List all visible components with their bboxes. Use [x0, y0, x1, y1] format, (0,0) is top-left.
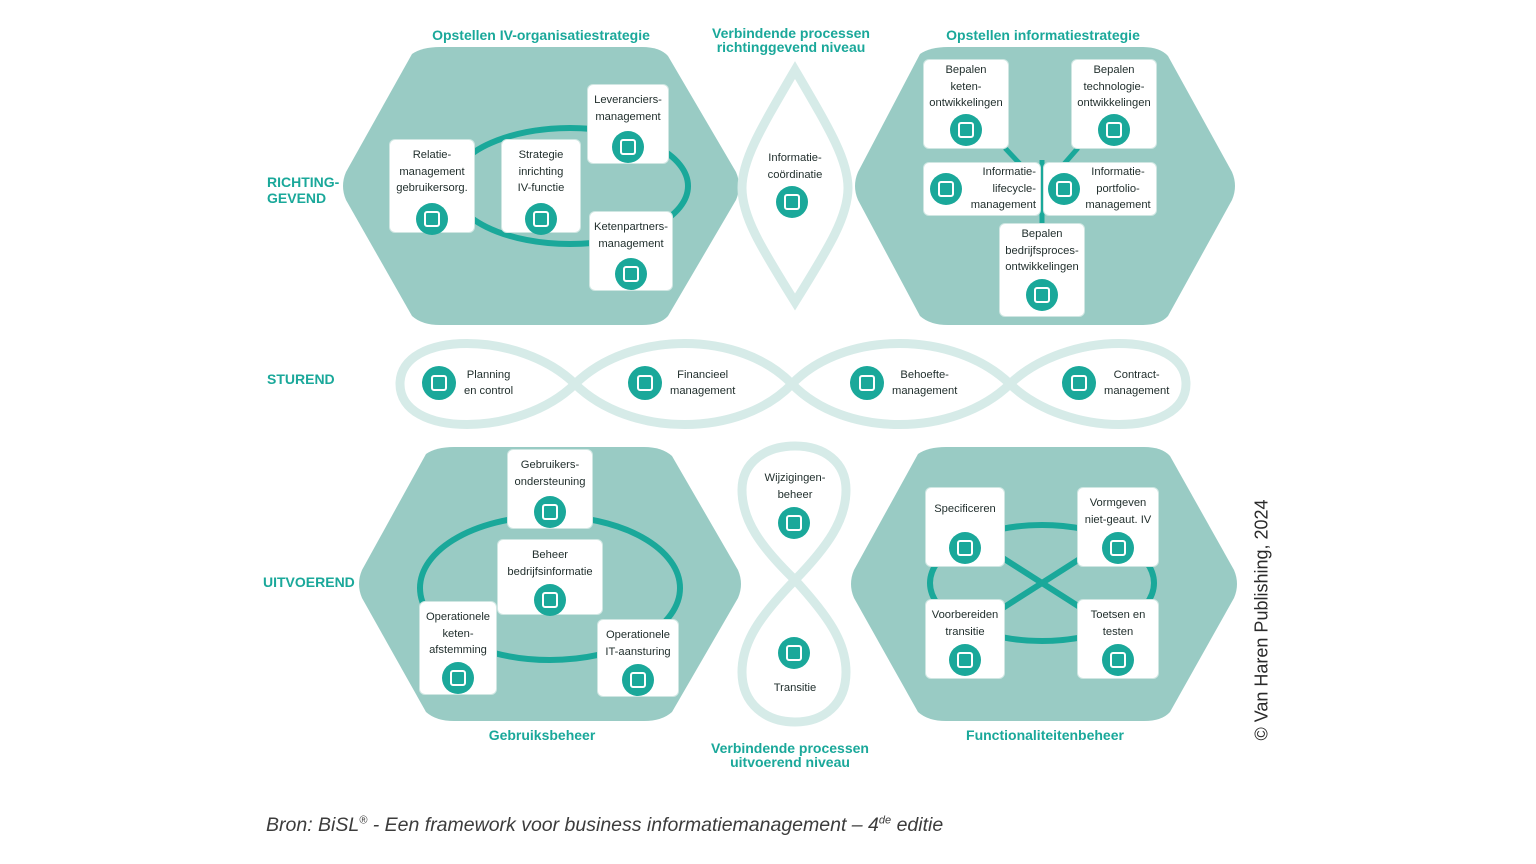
header-verbindend-richtinggevend: Verbindende processen richtinggevend niv…	[688, 26, 894, 54]
card-leveranciersmanagement: Leveranciers-management	[588, 85, 668, 163]
header-line: uitvoerend niveau	[730, 754, 850, 770]
network-icon	[442, 661, 474, 694]
sturend-item-behoeftemanagement: Behoefte-management	[850, 366, 957, 400]
card-gebruikersondersteuning: Gebruikers-ondersteuning	[508, 450, 592, 528]
lifecycle-icon	[930, 173, 962, 205]
header-iv-organisatiestrategie: Opstellen IV-organisatiestrategie	[432, 27, 650, 43]
hierarchy-icon	[776, 186, 808, 218]
support-icon	[534, 496, 566, 528]
info-hand-icon	[534, 584, 566, 616]
source-middle: - Een framework voor business informatie…	[367, 814, 879, 836]
card-specificeren: Specificeren	[926, 488, 1004, 566]
item-label: Contract-management	[1104, 368, 1170, 398]
checklist-icon	[949, 531, 981, 564]
magnifier-icon	[1102, 644, 1134, 676]
card-label: Informatie-lifecycle-management	[970, 166, 1036, 212]
card-label: Gebruikers-ondersteuning	[514, 459, 586, 488]
clock-icon	[422, 366, 456, 400]
transition-icon	[778, 637, 810, 669]
portfolio-icon	[1048, 173, 1080, 205]
card-label: Leveranciers-management	[594, 94, 662, 123]
header-verbindend-uitvoerend: Verbindende processen uitvoerend niveau	[700, 741, 880, 769]
card-informatie-portfolio-management: Informatie-portfolio-management	[1044, 163, 1156, 215]
org-chart-icon	[525, 202, 557, 235]
source-caption: Bron: BiSL® - Een framework voor busines…	[266, 814, 943, 837]
header-line: Verbindende processen	[712, 25, 870, 41]
source-suffix: editie	[891, 814, 944, 836]
money-icon	[628, 366, 662, 400]
level-line: GEVEND	[267, 190, 327, 206]
level-label-richtinggevend: RICHTING- GEVEND	[267, 174, 339, 206]
informatie-coordinatie-label: Informatie-coördinatie	[767, 152, 823, 181]
meeting-icon	[615, 258, 647, 290]
sturend-item-contractmanagement: Contract-management	[1062, 366, 1169, 400]
level-line: RICHTING-	[267, 174, 340, 190]
figure-eight-verbindend-uitvoerend	[737, 441, 851, 727]
card-label: Ketenpartners-management	[593, 221, 668, 250]
wijzigingenbeheer-label: Wijzigingen-beheer	[764, 472, 826, 501]
level-label-sturend: STUREND	[267, 371, 335, 387]
level-label-uitvoerend: UITVOEREND	[263, 574, 355, 590]
header-gebruiksbeheer: Gebruiksbeheer	[488, 727, 596, 743]
chain-icon	[950, 113, 982, 146]
item-label: Behoefte-management	[892, 368, 958, 398]
sturend-loop-chain	[395, 339, 1191, 429]
change-icon	[778, 507, 810, 539]
copyright-notice: © Van Haren Publishing, 2024	[1251, 499, 1272, 741]
group-icon	[416, 202, 448, 235]
header-line: richtinggevend niveau	[716, 39, 866, 55]
people-network-icon	[612, 131, 644, 163]
transitie-label: Transitie	[773, 682, 817, 694]
process-icon	[1026, 278, 1058, 311]
header-line: Verbindende processen	[711, 740, 869, 756]
design-icon	[1102, 532, 1134, 564]
source-sup: de	[878, 814, 892, 827]
tech-icon	[1098, 113, 1130, 146]
header-informatiestrategie: Opstellen informatiestrategie	[946, 27, 1140, 43]
list-icon	[949, 644, 981, 676]
contract-icon	[1062, 366, 1096, 400]
card-ketenpartnersmanagement: Ketenpartners-management	[590, 212, 672, 290]
card-label: Specificeren	[934, 503, 996, 515]
header-functionaliteitenbeheer: Functionaliteitenbeheer	[966, 727, 1124, 743]
card-informatie-lifecycle-management: Informatie-lifecycle-management	[924, 163, 1040, 215]
source-reg: ®	[359, 814, 368, 827]
card-label: Informatie-portfolio-management	[1085, 166, 1151, 212]
source-prefix: Bron: BiSL	[266, 814, 360, 836]
gear-hand-icon	[622, 664, 654, 696]
users-icon	[850, 366, 884, 400]
